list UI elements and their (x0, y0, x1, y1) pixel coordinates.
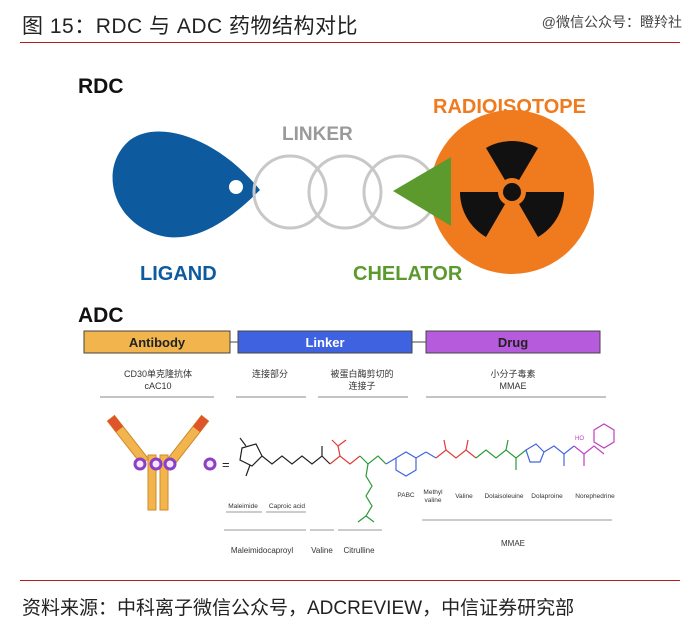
label-dolaisoleuine: Dolaisoleuine (484, 493, 523, 500)
figure-title: 图 15：RDC 与 ADC 药物结构对比 (22, 15, 359, 38)
caption-antibody-1: CD30单克隆抗体 (124, 368, 192, 379)
top-divider (20, 42, 680, 43)
equals-sign: = (222, 457, 230, 472)
structure-label-brackets (224, 511, 612, 531)
valine-structure (329, 439, 361, 465)
caption-antibody-2: cAC10 (144, 381, 171, 391)
radioisotope-label: RADIOISOTOPE (433, 96, 586, 118)
ligand-binding-hole (229, 180, 243, 194)
source-note: 资料来源：中科离子微信公众号，ADCREVIEW，中信证券研究部 (22, 598, 575, 619)
drug-bar (425, 330, 601, 354)
caption-connector: 连接部分 (252, 368, 288, 379)
chelator-label: CHELATOR (353, 263, 463, 285)
rdc-heading: RDC (78, 75, 124, 98)
linker-bar-label: Linker (305, 335, 344, 350)
chelator-triangle (393, 157, 451, 226)
figure-header: 图 15：RDC 与 ADC 药物结构对比 @微信公众号：瞪羚社 (0, 0, 700, 44)
label-pabc: PABC (397, 492, 415, 499)
linker-label: LINKER (282, 124, 353, 145)
label-maleimidocaproyl: Maleimidocaproyl (231, 546, 293, 555)
drug-bar-label: Drug (498, 335, 528, 350)
caption-drug-1: 小分子毒素 (490, 368, 535, 379)
label-valine-drug: Valine (455, 493, 473, 500)
label-maleimide: Maleimide (228, 503, 258, 510)
radiation-icon (460, 141, 564, 237)
label-methyl-valine: valine (425, 497, 442, 504)
linker-ring-1 (252, 154, 328, 230)
mmae-structure (435, 423, 615, 470)
ligand-label: LIGAND (140, 263, 217, 285)
caption-cleavable-2: 连接子 (348, 380, 375, 391)
label-norephedrine: Norephedrine (575, 493, 615, 500)
label-dolaproine: Dolaproine (531, 493, 563, 500)
diagram-canvas: RDC LINKER RADIOISOTOPE LIGAND CHELATOR … (78, 75, 615, 555)
caption-cleavable-1: 被蛋白酶剪切的 (330, 368, 393, 379)
label-valine-linker: Valine (311, 546, 333, 555)
label-mmae: MMAE (501, 539, 525, 548)
hydroxyl-label: HO (575, 436, 584, 442)
caption-drug-2: MMAE (500, 381, 527, 391)
adc-heading: ADC (78, 304, 124, 327)
watermark: @微信公众号：瞪羚社 (541, 14, 682, 30)
citrulline-structure (357, 455, 387, 523)
bottom-divider (20, 580, 680, 581)
pabc-structure (385, 451, 437, 477)
antibody-bar-label: Antibody (129, 335, 186, 350)
label-citrulline: Citrulline (343, 546, 375, 555)
label-caproic-acid: Caproic acid (269, 503, 306, 510)
label-methyl: Methyl (423, 489, 443, 496)
linker-ring-2 (307, 154, 383, 230)
ligand-shape (112, 131, 260, 238)
antibody-icon (106, 414, 217, 511)
maleimidocaproyl-structure (239, 437, 331, 477)
